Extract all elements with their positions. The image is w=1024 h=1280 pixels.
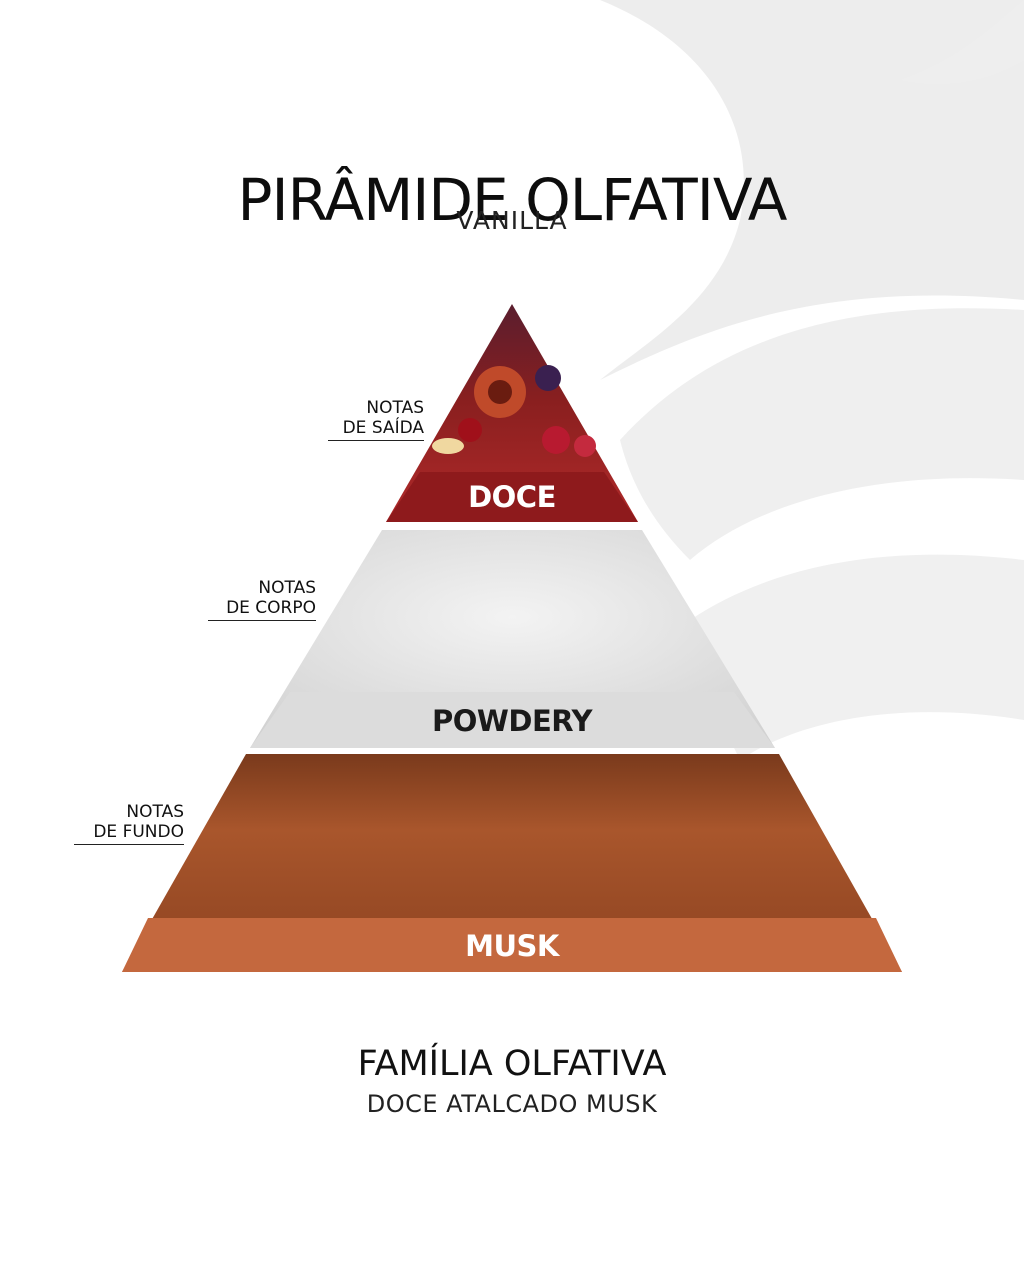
note-label-line1: NOTAS <box>126 802 184 822</box>
note-label-line2: DE FUNDO <box>93 822 184 842</box>
note-label-line1: NOTAS <box>366 398 424 418</box>
family-title: FAMÍLIA OLFATIVA <box>357 1044 667 1084</box>
note-label-corpo: NOTAS DE CORPO <box>208 578 316 621</box>
note-label-line2: DE SAÍDA <box>342 418 424 438</box>
note-label-line1: NOTAS <box>258 578 316 598</box>
note-label-saida: NOTAS DE SAÍDA <box>328 398 424 441</box>
note-label-fundo: NOTAS DE FUNDO <box>74 802 184 845</box>
page-subtitle: VANILLA <box>456 206 568 235</box>
tier-bottom <box>122 754 902 972</box>
tier-top <box>386 304 638 522</box>
tier-label-doce: DOCE <box>468 480 556 514</box>
tier-label-musk: MUSK <box>465 929 559 963</box>
family-value: DOCE ATALCADO MUSK <box>366 1090 658 1118</box>
note-label-line2: DE CORPO <box>226 598 316 618</box>
tier-label-powdery: POWDERY <box>431 704 593 738</box>
page-title: PIRÂMIDE OLFATIVA <box>237 165 788 234</box>
skin-image <box>122 754 902 972</box>
tier-middle <box>250 530 775 748</box>
